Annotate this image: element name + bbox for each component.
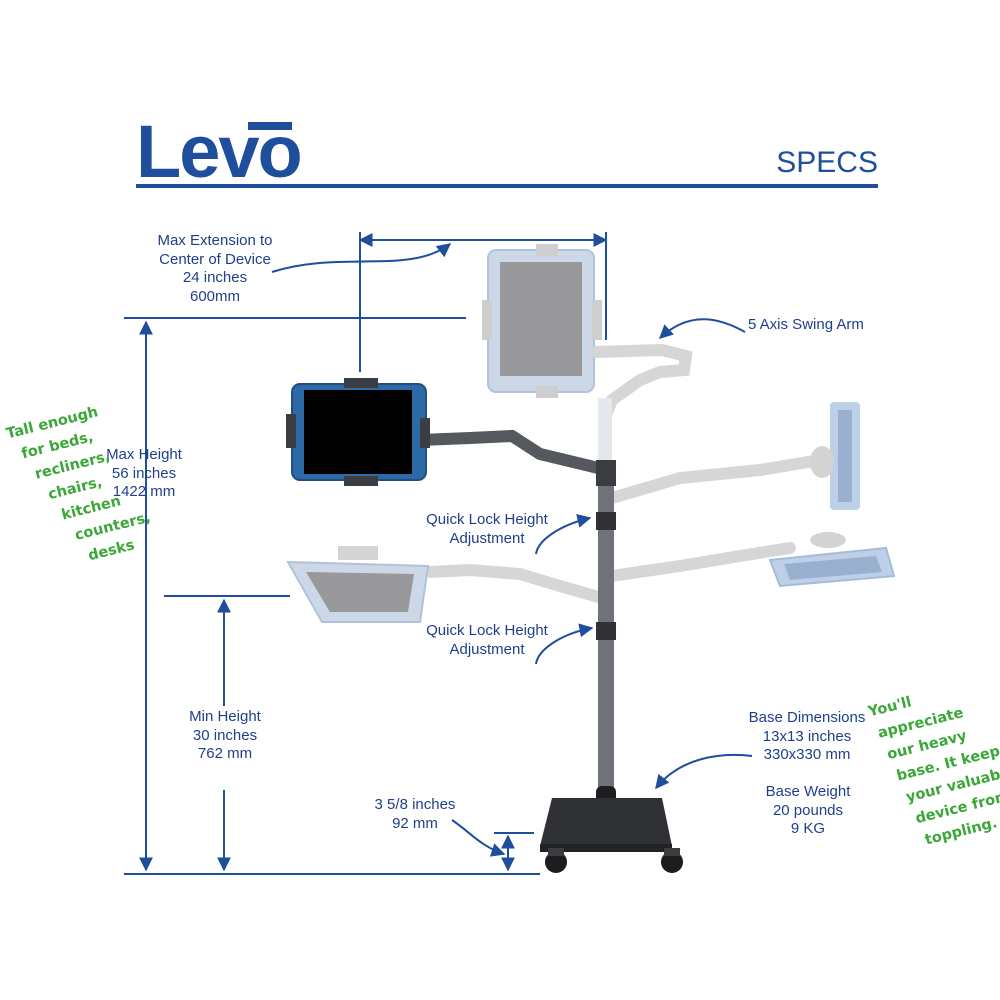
- label-line: 3 5/8 inches: [374, 796, 456, 813]
- label-line: Center of Device: [159, 250, 271, 268]
- label-line: 24 inches: [182, 269, 248, 286]
- label-max-extension: Max Extension to Center of Device 24 inc…: [140, 232, 290, 306]
- label-line: Base Dimensions: [748, 709, 866, 726]
- label-line: 1422 mm: [112, 483, 176, 500]
- pointer-arrow: [535, 623, 594, 665]
- header-rule: [136, 184, 878, 188]
- label-line: Base Weight: [765, 783, 851, 800]
- primary-tablet: [286, 378, 612, 486]
- label-base-weight: Base Weight 20 pounds 9 KG: [758, 783, 858, 839]
- label-clearance: 3 5/8 inches 92 mm: [368, 796, 462, 833]
- label-line: Quick Lock Height: [426, 511, 548, 528]
- label-line: 30 inches: [192, 726, 258, 744]
- label-line: Adjustment: [449, 529, 525, 547]
- label-line: 600mm: [189, 287, 241, 305]
- pointer-arrow: [658, 318, 746, 339]
- label-quick-lock-upper: Quick Lock Height Adjustment: [420, 511, 554, 548]
- label-line: Quick Lock Height: [426, 622, 548, 639]
- label-line: 20 pounds: [772, 801, 844, 819]
- pointer-arrow: [655, 753, 753, 790]
- label-quick-lock-lower: Quick Lock Height Adjustment: [420, 622, 554, 659]
- stand-pole: [596, 460, 616, 796]
- label-line: 13x13 inches: [762, 727, 852, 745]
- label-line: Max Height: [106, 446, 182, 463]
- label-line: 92 mm: [392, 814, 438, 832]
- label-line: Adjustment: [449, 640, 525, 658]
- min-height-dimension: [164, 595, 290, 872]
- stand-base: [540, 786, 683, 873]
- label-min-height: Min Height 30 inches 762 mm: [178, 708, 272, 764]
- max-extension-dimension: [358, 232, 608, 372]
- label-line: 9 KG: [790, 820, 826, 837]
- label-line: 762 mm: [197, 745, 253, 762]
- pointer-arrow: [451, 819, 506, 857]
- label-line: Max Extension to: [157, 232, 273, 249]
- clearance-dimension: [494, 832, 534, 872]
- page-title: SPECS: [776, 146, 878, 179]
- label-line: 56 inches: [111, 464, 177, 482]
- brand-logo-macron: [248, 122, 292, 130]
- pointer-arrow: [535, 514, 592, 555]
- label-base-dimensions: Base Dimensions 13x13 inches 330x330 mm: [744, 709, 870, 765]
- max-height-dimension: [124, 317, 540, 875]
- label-max-height: Max Height 56 inches 1422 mm: [98, 446, 190, 502]
- pointer-arrow: [271, 243, 452, 273]
- ghost-positions: [286, 244, 896, 623]
- label-swing-arm: 5 Axis Swing Arm: [748, 316, 864, 333]
- label-line: 330x330 mm: [763, 746, 851, 763]
- label-line: Min Height: [189, 708, 261, 725]
